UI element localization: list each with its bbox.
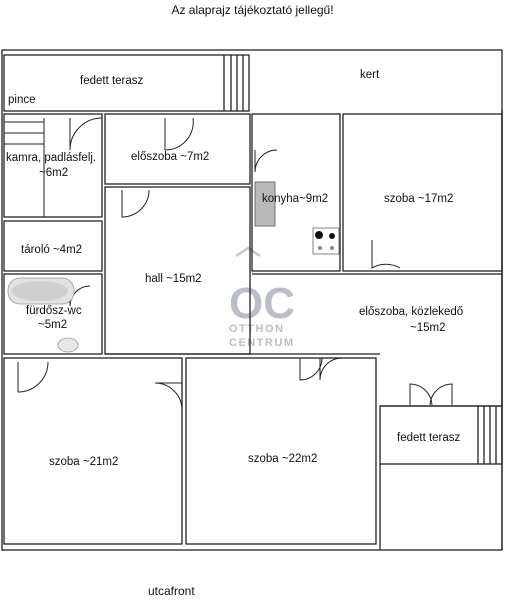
label-bath-line1: fürdősz-wc	[26, 305, 82, 317]
disclaimer-note: Az alaprajz tájékoztató jellegű!	[171, 3, 334, 17]
label-terrace-bottom: fedett terasz	[397, 432, 461, 444]
label-entry-corridor-line1: előszoba, közlekedő	[359, 306, 463, 318]
watermark-logo: OC OTTHON CENTRUM	[229, 246, 295, 349]
label-room-22: szoba ~22m2	[248, 453, 317, 465]
label-hall: hall ~15m2	[145, 273, 202, 285]
label-bath-line2: ~5m2	[38, 319, 67, 331]
label-pantry-line1: kamra, padlásfelj.	[6, 152, 96, 164]
watermark-line1: OTTHON	[229, 323, 284, 335]
walls	[1, 49, 503, 551]
label-pantry-line2: ~6m2	[39, 167, 68, 179]
watermark-logo-text: OC	[229, 279, 295, 328]
label-entry-small: előszoba ~7m2	[131, 151, 209, 163]
stairs	[4, 118, 45, 217]
label-kitchen: konyha~9m2	[262, 193, 328, 205]
street-front-label: utcafront	[148, 584, 195, 598]
label-entry-corridor-line2: ~15m2	[410, 322, 445, 334]
doors	[17, 117, 453, 411]
label-storage: tároló ~4m2	[21, 244, 82, 256]
bathroom-fixtures	[7, 277, 79, 353]
watermark-line2: CENTRUM	[229, 337, 295, 349]
label-room-17: szoba ~17m2	[384, 193, 453, 205]
label-terrace-top: fedett terasz	[80, 75, 144, 87]
label-room-21: szoba ~21m2	[49, 456, 118, 468]
label-cellar: pince	[8, 94, 36, 106]
kitchen-fixtures	[254, 181, 340, 255]
label-garden: kert	[360, 69, 380, 81]
